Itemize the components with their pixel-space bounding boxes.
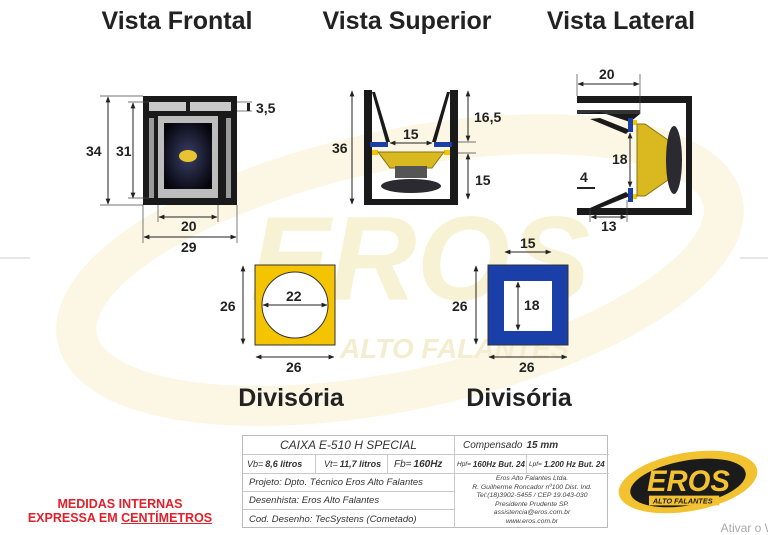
vb: Vb=8,6 litros — [243, 455, 316, 474]
svg-text:15: 15 — [403, 126, 419, 142]
svg-text:EROS: EROS — [647, 466, 730, 498]
svg-text:13: 13 — [601, 218, 617, 234]
side-view: 20 18 4 13 — [576, 66, 692, 234]
front-view-title: Vista Frontal — [101, 7, 253, 35]
os-activation-watermark: Ativar o W — [720, 521, 768, 535]
company-address: Eros Alto Falantes Ltda. R. Guilherme Ro… — [472, 475, 592, 525]
eros-logo: EROS ALTO FALANTES — [618, 450, 758, 514]
svg-text:36: 36 — [332, 140, 348, 156]
svg-text:ALTO FALANTES: ALTO FALANTES — [652, 496, 713, 505]
partition-title: Divisória — [238, 384, 344, 412]
svg-text:16,5: 16,5 — [474, 109, 501, 125]
units-note: MEDIDAS INTERNAS EXPRESSA EM CENTÍMETROS — [27, 497, 213, 525]
svg-text:29: 29 — [181, 239, 197, 255]
svg-text:18: 18 — [612, 151, 628, 167]
designer: Desenhista: Eros Alto Falantes — [243, 492, 455, 510]
svg-text:26: 26 — [286, 359, 302, 375]
svg-text:20: 20 — [599, 66, 615, 82]
top-view-title: Vista Superior — [322, 7, 492, 35]
svg-text:4: 4 — [580, 169, 588, 185]
svg-text:3,5: 3,5 — [256, 100, 276, 116]
svg-text:18: 18 — [524, 297, 540, 313]
top-view: 36 15 16,5 15 — [332, 90, 501, 205]
speaker-icon — [179, 150, 197, 162]
hpf: Hpf=160Hz But. 24 — [455, 455, 527, 474]
side-view-title: Vista Lateral — [546, 7, 696, 35]
lpf: Lpf=1.200 Hz But. 24 — [527, 455, 609, 474]
partition-title: Divisória — [466, 384, 572, 412]
svg-text:26: 26 — [220, 298, 236, 314]
svg-text:26: 26 — [519, 359, 535, 375]
fb: Fb=160Hz — [388, 455, 455, 474]
svg-text:15: 15 — [520, 235, 536, 251]
front-view: 34 31 3,5 20 29 — [86, 95, 276, 255]
project: Projeto: Dpto. Técnico Eros Alto Falante… — [243, 474, 455, 492]
partition-square: 15 18 26 26 — [452, 235, 569, 375]
model-name: CAIXA E-510 H SPECIAL — [243, 436, 455, 455]
svg-text:31: 31 — [116, 143, 132, 159]
svg-text:15: 15 — [475, 172, 491, 188]
drawing-code: Cod. Desenho: TecSystens (Cometado) — [243, 510, 455, 528]
svg-text:22: 22 — [286, 288, 302, 304]
svg-text:20: 20 — [181, 218, 197, 234]
vt: Vt=11,7 litros — [316, 455, 388, 474]
partition-circle: 22 26 26 — [220, 264, 336, 375]
svg-text:26: 26 — [452, 298, 468, 314]
svg-text:34: 34 — [86, 143, 102, 159]
